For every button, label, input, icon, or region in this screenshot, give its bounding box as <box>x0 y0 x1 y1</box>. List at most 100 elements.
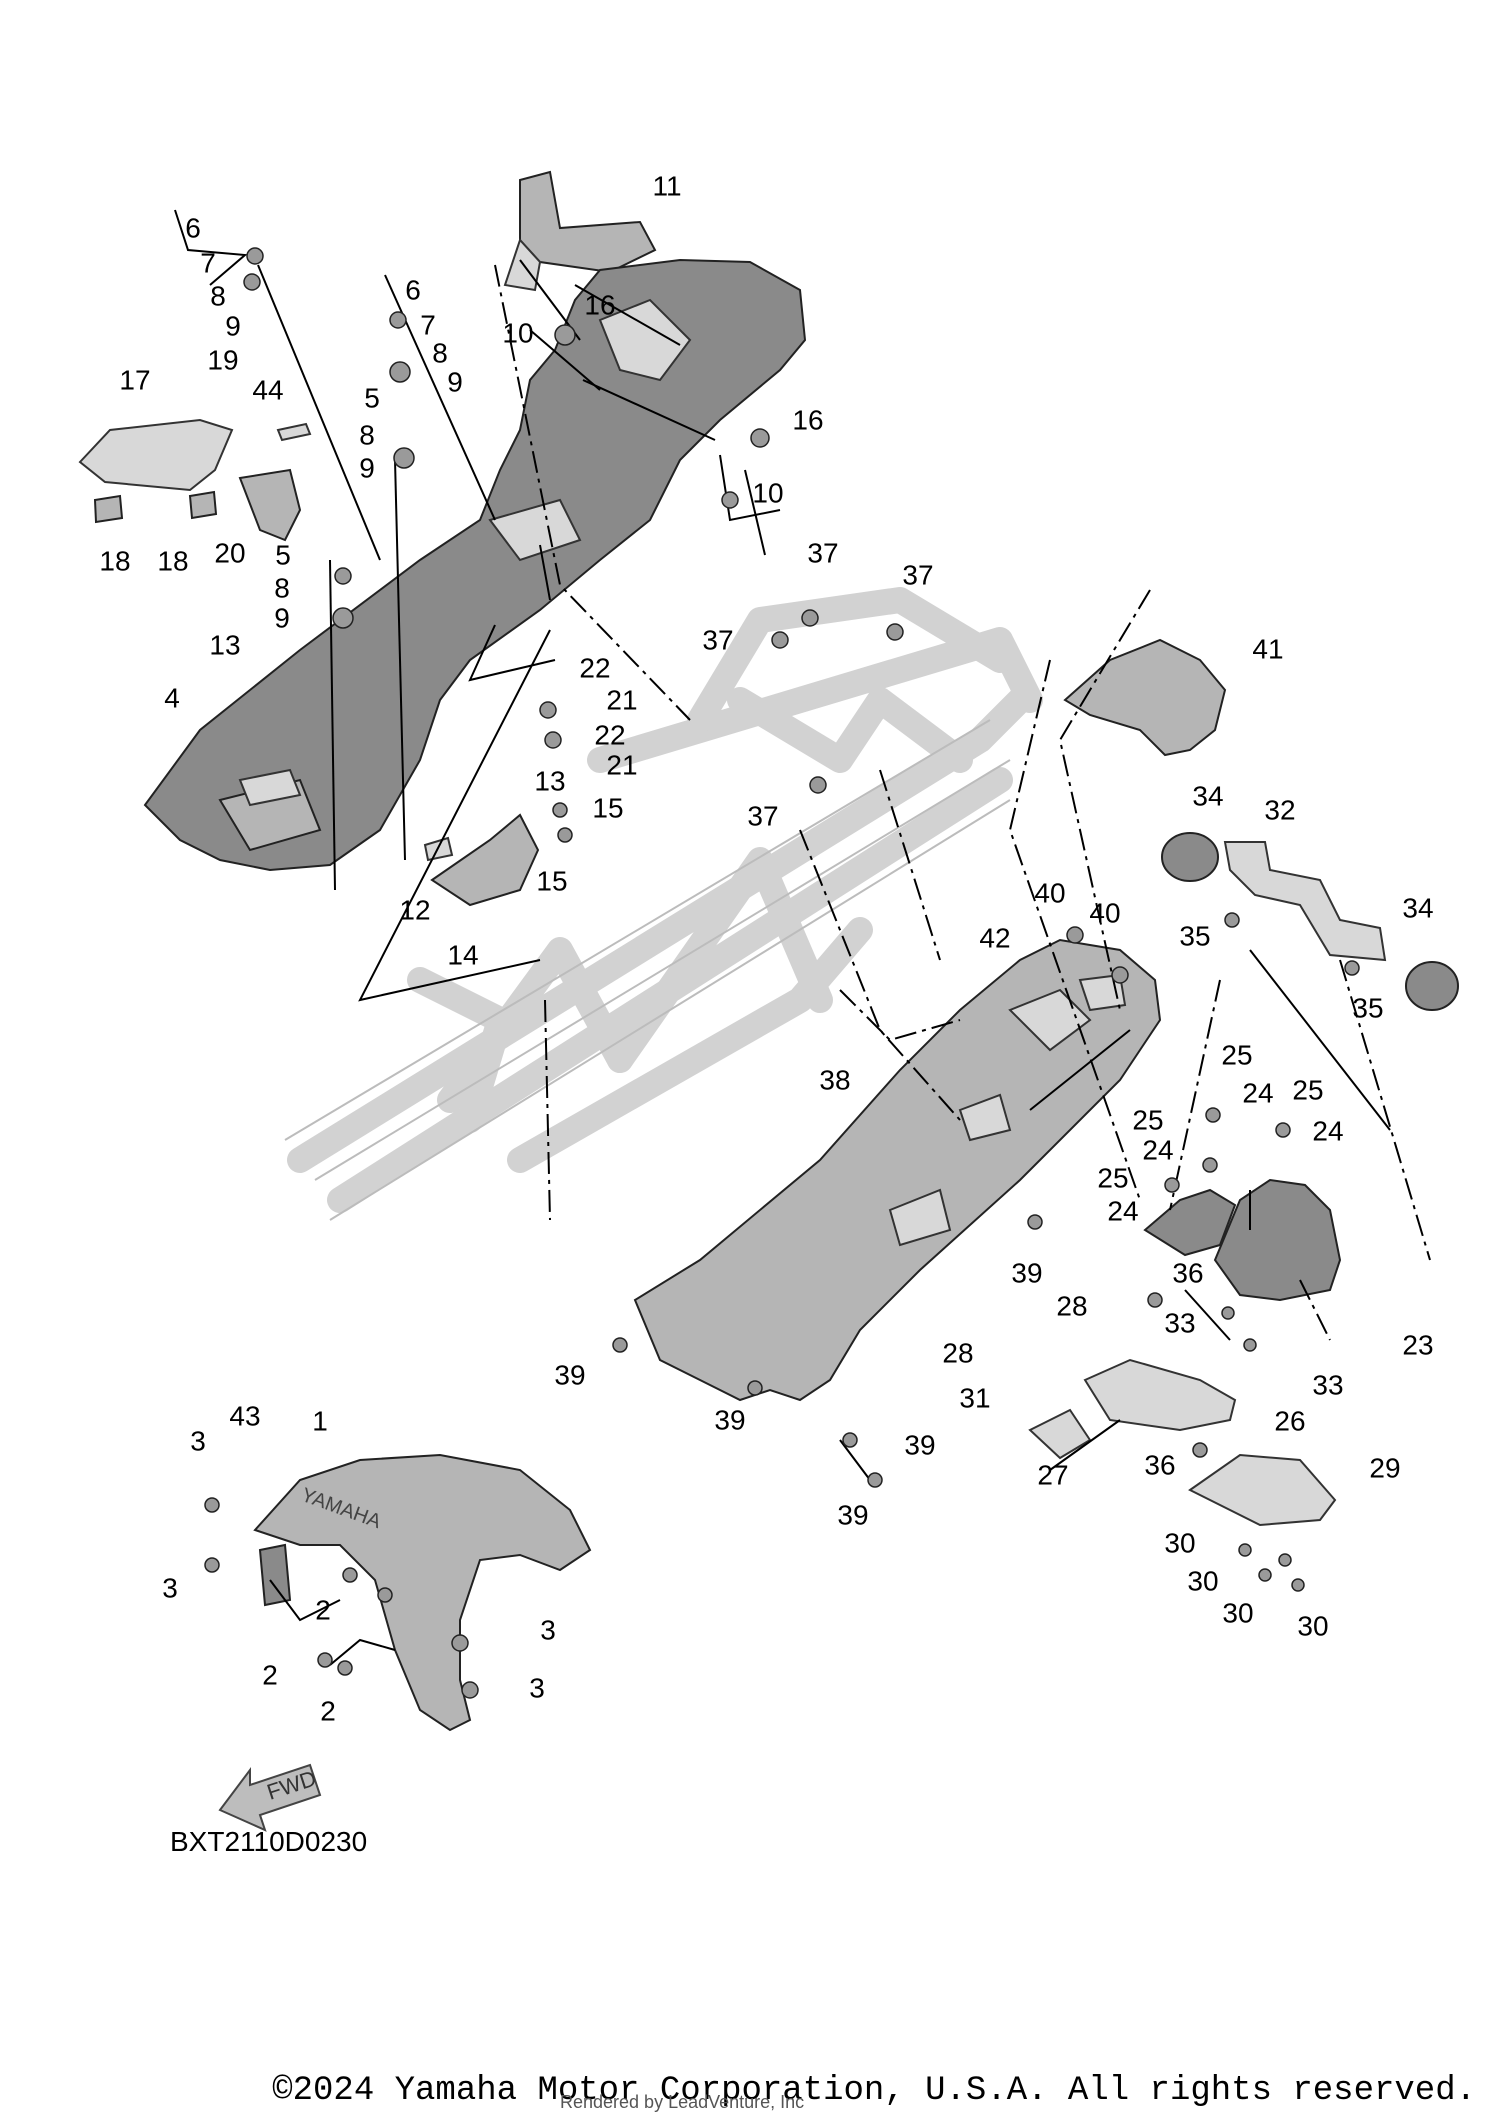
callout-40[interactable]: 40 <box>1089 897 1120 928</box>
callout-40[interactable]: 40 <box>1034 877 1065 908</box>
callout-9[interactable]: 9 <box>274 602 290 633</box>
callout-30[interactable]: 30 <box>1187 1565 1218 1596</box>
callout-13[interactable]: 13 <box>534 765 565 796</box>
callout-6[interactable]: 6 <box>185 212 201 243</box>
callout-31[interactable]: 31 <box>959 1382 990 1413</box>
callout-18[interactable]: 18 <box>157 545 188 576</box>
callout-17[interactable]: 17 <box>119 364 150 395</box>
callout-22[interactable]: 22 <box>579 652 610 683</box>
part-17-bracket[interactable] <box>78 418 234 524</box>
callout-8[interactable]: 8 <box>274 572 290 603</box>
callout-7[interactable]: 7 <box>420 309 436 340</box>
callout-8[interactable]: 8 <box>432 337 448 368</box>
callout-25[interactable]: 25 <box>1221 1039 1252 1070</box>
callout-39[interactable]: 39 <box>714 1404 745 1435</box>
callout-14[interactable]: 14 <box>447 939 478 970</box>
callout-28[interactable]: 28 <box>1056 1290 1087 1321</box>
callout-8[interactable]: 8 <box>210 280 226 311</box>
callout-39[interactable]: 39 <box>904 1429 935 1460</box>
callout-21[interactable]: 21 <box>606 749 637 780</box>
callout-44[interactable]: 44 <box>252 374 283 405</box>
callout-24[interactable]: 24 <box>1142 1134 1173 1165</box>
part-29-plate[interactable] <box>1188 1453 1337 1527</box>
callout-26[interactable]: 26 <box>1274 1405 1305 1436</box>
callout-11[interactable]: 11 <box>652 170 681 201</box>
callout-2[interactable]: 2 <box>315 1594 331 1625</box>
callout-33[interactable]: 33 <box>1164 1307 1195 1338</box>
callout-36[interactable]: 36 <box>1144 1449 1175 1480</box>
callout-38[interactable]: 38 <box>819 1064 850 1095</box>
part-11-bracket[interactable] <box>503 170 657 292</box>
part-34-reflector[interactable] <box>1161 832 1459 1011</box>
part-14-cover[interactable] <box>423 813 540 907</box>
callout-8[interactable]: 8 <box>359 419 375 450</box>
callout-43[interactable]: 43 <box>229 1400 260 1431</box>
callout-41[interactable]: 41 <box>1252 633 1283 664</box>
callout-5[interactable]: 5 <box>364 382 380 413</box>
callout-22[interactable]: 22 <box>594 719 625 750</box>
callout-12[interactable]: 12 <box>399 894 430 925</box>
callout-33[interactable]: 33 <box>1312 1369 1343 1400</box>
part-41-cover[interactable] <box>1063 638 1227 757</box>
callout-25[interactable]: 25 <box>1292 1074 1323 1105</box>
callout-37[interactable]: 37 <box>807 537 838 568</box>
callout-5[interactable]: 5 <box>275 539 291 570</box>
callout-27[interactable]: 27 <box>1037 1459 1068 1490</box>
callout-23[interactable]: 23 <box>1402 1329 1433 1360</box>
part-23-bracket[interactable] <box>1143 1178 1342 1302</box>
part-38-tray[interactable] <box>633 938 1162 1402</box>
callout-21[interactable]: 21 <box>606 684 637 715</box>
callout-32[interactable]: 32 <box>1264 794 1295 825</box>
callout-3[interactable]: 3 <box>529 1672 545 1703</box>
callout-20[interactable]: 20 <box>214 537 245 568</box>
callout-3[interactable]: 3 <box>540 1614 556 1645</box>
callout-16[interactable]: 16 <box>792 404 823 435</box>
callout-10[interactable]: 10 <box>752 477 783 508</box>
callout-39[interactable]: 39 <box>837 1499 868 1530</box>
callout-24[interactable]: 24 <box>1242 1077 1273 1108</box>
callout-9[interactable]: 9 <box>447 366 463 397</box>
callout-24[interactable]: 24 <box>1107 1195 1138 1226</box>
callout-36[interactable]: 36 <box>1172 1257 1203 1288</box>
callout-6[interactable]: 6 <box>405 274 421 305</box>
callout-28[interactable]: 28 <box>942 1337 973 1368</box>
callout-25[interactable]: 25 <box>1132 1104 1163 1135</box>
callout-37[interactable]: 37 <box>702 624 733 655</box>
callout-10[interactable]: 10 <box>502 317 533 348</box>
callout-30[interactable]: 30 <box>1297 1610 1328 1641</box>
callout-39[interactable]: 39 <box>1011 1257 1042 1288</box>
callout-37[interactable]: 37 <box>902 559 933 590</box>
callout-15[interactable]: 15 <box>536 865 567 896</box>
callout-35[interactable]: 35 <box>1352 992 1383 1023</box>
callout-30[interactable]: 30 <box>1164 1527 1195 1558</box>
callout-37[interactable]: 37 <box>747 800 778 831</box>
callout-25[interactable]: 25 <box>1097 1162 1128 1193</box>
callout-3[interactable]: 3 <box>190 1425 206 1456</box>
part-26-bracket[interactable] <box>1083 1358 1237 1432</box>
callout-18[interactable]: 18 <box>99 545 130 576</box>
callout-29[interactable]: 29 <box>1369 1452 1400 1483</box>
callout-13[interactable]: 13 <box>209 629 240 660</box>
callout-19[interactable]: 19 <box>207 344 238 375</box>
callout-2[interactable]: 2 <box>262 1659 278 1690</box>
callout-39[interactable]: 39 <box>554 1359 585 1390</box>
part-20-bracket[interactable] <box>238 422 312 542</box>
callout-16[interactable]: 16 <box>584 289 615 320</box>
callout-42[interactable]: 42 <box>979 922 1010 953</box>
callout-15[interactable]: 15 <box>592 792 623 823</box>
callout-34[interactable]: 34 <box>1402 892 1433 923</box>
callout-30[interactable]: 30 <box>1222 1597 1253 1628</box>
callout-1[interactable]: 1 <box>312 1405 328 1436</box>
part-4-inner-fender[interactable] <box>143 258 807 872</box>
part-1-front-fender[interactable]: YAMAHA <box>253 1453 592 1732</box>
callout-35[interactable]: 35 <box>1179 920 1210 951</box>
callout-24[interactable]: 24 <box>1312 1115 1343 1146</box>
callout-4[interactable]: 4 <box>164 682 180 713</box>
callout-9[interactable]: 9 <box>359 452 375 483</box>
callout-7[interactable]: 7 <box>200 247 216 278</box>
part-32-bracket[interactable] <box>1223 841 1387 962</box>
callout-9[interactable]: 9 <box>225 310 241 341</box>
callout-2[interactable]: 2 <box>320 1695 336 1726</box>
callout-3[interactable]: 3 <box>162 1572 178 1603</box>
callout-34[interactable]: 34 <box>1192 780 1223 811</box>
